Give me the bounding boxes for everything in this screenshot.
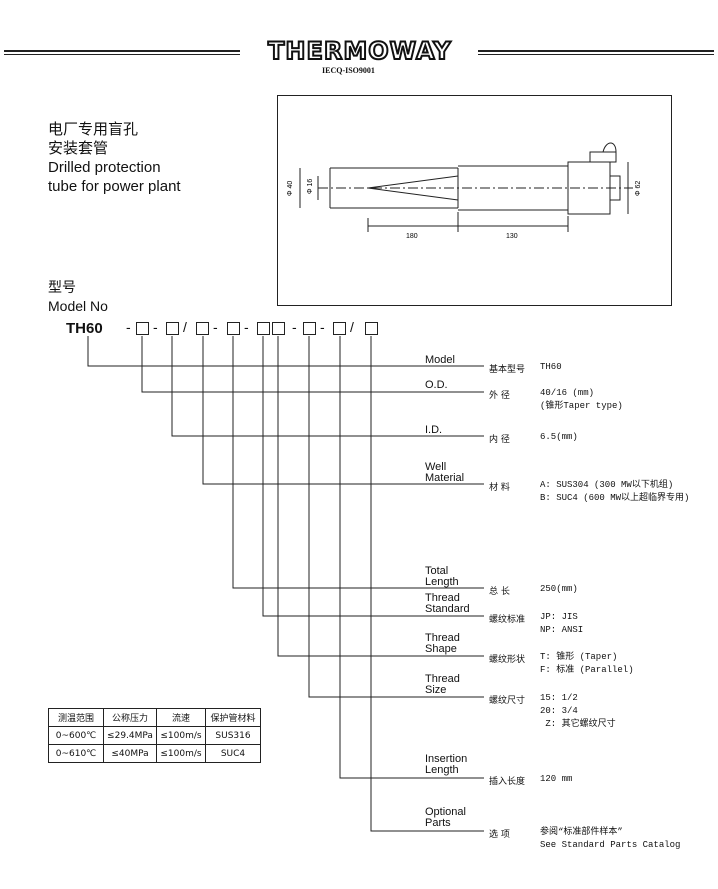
field-material-label: Well Material — [425, 461, 465, 484]
seq-slash-2: / — [350, 319, 354, 335]
model-label-cn: 型号 — [48, 279, 76, 295]
seq-dash-2: - — [153, 319, 158, 335]
dim-len1-label: 180 — [406, 233, 418, 240]
code-box-thread-shape — [272, 322, 285, 335]
technical-drawing: Φ 40 Φ 16 Φ 62 180 130 — [277, 95, 672, 306]
code-box-insertion — [333, 322, 346, 335]
field-thread-standard-value: JP: JIS NP: ANSI — [540, 612, 584, 635]
field-od-cn: 外 径 — [489, 391, 510, 401]
spec-header-velocity: 流速 — [156, 708, 206, 727]
table-row: 0~610℃ ≤40MPa ≤100m/s SUC4 — [48, 744, 261, 763]
code-box-thread-size — [303, 322, 316, 335]
code-box-id — [166, 322, 179, 335]
seq-dash-3: - — [213, 319, 218, 335]
field-thread-standard-label: Thread Standard — [425, 592, 470, 615]
spec-cell: ≤40MPa — [103, 744, 157, 763]
spec-table: 测温范围 公称压力 流速 保护管材料 0~600℃ ≤29.4MPa ≤100m… — [48, 708, 261, 763]
field-thread-shape-value: T: 锥形 (Taper) F: 标准 (Parallel) — [540, 652, 634, 675]
model-label-en: Model No — [48, 298, 108, 314]
seq-dash-6: - — [320, 319, 325, 335]
field-od-value: 40/16 (mm) (锥形Taper type) — [540, 388, 623, 411]
certification-text: IECQ-ISO9001 — [322, 66, 375, 75]
field-material-cn: 材 料 — [489, 483, 510, 493]
header-rule-right — [478, 50, 714, 55]
spec-header-pressure: 公称压力 — [103, 708, 157, 727]
field-thread-shape-label: Thread Shape — [425, 632, 460, 655]
code-box-od — [136, 322, 149, 335]
spec-cell: SUC4 — [205, 744, 261, 763]
title-cn-line1: 电厂专用盲孔 — [48, 121, 139, 138]
spec-cell: ≤100m/s — [156, 744, 206, 763]
seq-dash-5: - — [292, 319, 297, 335]
spec-cell: 0~600℃ — [48, 726, 104, 745]
spec-header-temp: 测温范围 — [48, 708, 104, 727]
field-thread-size-value: 15: 1/2 20: 3/4 Z: 其它螺纹尺寸 — [540, 693, 616, 729]
field-optional-parts-cn: 选 项 — [489, 830, 510, 840]
spec-header-material: 保护管材料 — [205, 708, 261, 727]
dim-len2-label: 130 — [506, 233, 518, 240]
field-od-label: O.D. — [425, 379, 448, 391]
code-box-length — [227, 322, 240, 335]
seq-slash-1: / — [183, 319, 187, 335]
title-en-line1: Drilled protection — [48, 159, 161, 176]
field-insertion-length-cn: 插入长度 — [489, 777, 526, 787]
field-insertion-length-value: 120 mm — [540, 774, 573, 784]
title-cn-line2: 安装套管 — [48, 140, 109, 157]
field-id-cn: 内 径 — [489, 435, 510, 445]
code-box-thread-standard — [257, 322, 270, 335]
dim-id-label: Φ 16 — [307, 179, 314, 194]
field-total-length-value: 250(mm) — [540, 584, 578, 594]
header-rule-left — [4, 50, 240, 55]
dim-head-label: Φ 62 — [635, 181, 642, 196]
spec-cell: SUS316 — [205, 726, 261, 745]
field-thread-size-label: Thread Size — [425, 673, 460, 696]
product-title: 电厂专用盲孔 安装套管 Drilled protection tube for … — [48, 120, 181, 196]
field-id-label: I.D. — [425, 424, 443, 436]
field-thread-size-cn: 螺纹尺寸 — [489, 696, 526, 706]
field-optional-parts-value: 参阅“标准部件样本” See Standard Parts Catalog — [540, 827, 681, 850]
field-material-value: A: SUS304 (300 MW以下机组) B: SUC4 (600 MW以上… — [540, 480, 690, 503]
spec-cell: 0~610℃ — [48, 744, 104, 763]
spec-table-header-row: 测温范围 公称压力 流速 保护管材料 — [48, 708, 261, 727]
code-box-material — [196, 322, 209, 335]
dim-od-label: Φ 40 — [287, 181, 294, 196]
brand-logo: THERMOWAY — [267, 37, 452, 65]
seq-dash-4: - — [244, 319, 249, 335]
table-row: 0~600℃ ≤29.4MPa ≤100m/s SUS316 — [48, 726, 261, 745]
field-thread-standard-cn: 螺纹标准 — [489, 615, 526, 625]
spec-cell: ≤100m/s — [156, 726, 206, 745]
field-thread-shape-cn: 螺纹形状 — [489, 655, 526, 665]
field-model-value: TH60 — [540, 362, 562, 372]
field-id-value: 6.5(mm) — [540, 432, 578, 442]
field-optional-parts-label: Optional Parts — [425, 806, 466, 829]
field-total-length-cn: 总 长 — [489, 587, 510, 597]
field-total-length-label: Total Length — [425, 565, 459, 588]
spec-cell: ≤29.4MPa — [103, 726, 157, 745]
seq-dash-1: - — [126, 319, 131, 335]
field-insertion-length-label: Insertion Length — [425, 753, 468, 776]
tube-drawing-svg: Φ 40 Φ 16 Φ 62 180 130 — [287, 142, 642, 240]
model-code: TH60 — [66, 320, 103, 337]
field-model-cn: 基本型号 — [489, 365, 526, 375]
title-en-line2: tube for power plant — [48, 178, 181, 195]
field-model-label: Model — [425, 354, 455, 366]
code-box-options — [365, 322, 378, 335]
